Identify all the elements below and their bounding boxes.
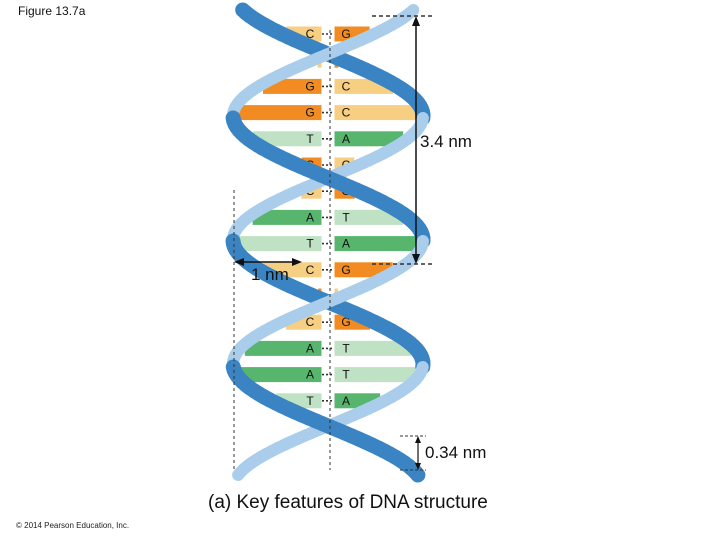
base-letter-left: A [306, 368, 314, 382]
base-letter-right: A [342, 394, 350, 408]
base-letter-right: A [342, 237, 350, 251]
figure-label: Figure 13.7a [18, 4, 86, 18]
base-letter-right: G [341, 315, 350, 329]
base-letter-right: T [342, 368, 350, 382]
base-letter-right: G [341, 263, 350, 277]
helix-turn-label: 3.4 nm [420, 132, 472, 151]
sugar-phosphate-backbone [225, 2, 431, 483]
base-letter-left: T [306, 237, 314, 251]
base-letter-right: G [341, 27, 350, 41]
base-letter-left: A [306, 341, 314, 355]
figure-caption: (a) Key features of DNA structure [208, 492, 488, 513]
base-spacing-label: 0.34 nm [425, 443, 486, 462]
base-letter-left: C [306, 263, 315, 277]
base-letter-right: C [342, 79, 351, 93]
backbone-segment [232, 466, 247, 481]
base-letter-right: T [342, 341, 350, 355]
base-letter-left: G [305, 106, 314, 120]
base-letter-right: T [342, 210, 350, 224]
backbone-segment [407, 464, 426, 483]
base-letter-left: T [306, 132, 314, 146]
backbone-strand-b [225, 2, 431, 481]
base-letter-left: A [306, 210, 314, 224]
base-letter-left: G [305, 79, 314, 93]
backbone-strand-a [225, 4, 431, 483]
base-letter-left: C [306, 315, 315, 329]
base-letter-left: C [306, 27, 315, 41]
diameter-measurement: 1 nm [233, 190, 302, 470]
helix-turn-measurement: 3.4 nm [372, 15, 472, 265]
copyright-notice: © 2014 Pearson Education, Inc. [16, 521, 130, 530]
base-spacing-measurement: 0.34 nm [400, 435, 486, 471]
base-letter-left: T [306, 394, 314, 408]
base-letter-right: A [342, 132, 350, 146]
base-letter-right: C [342, 106, 351, 120]
diameter-label: 1 nm [251, 265, 289, 284]
